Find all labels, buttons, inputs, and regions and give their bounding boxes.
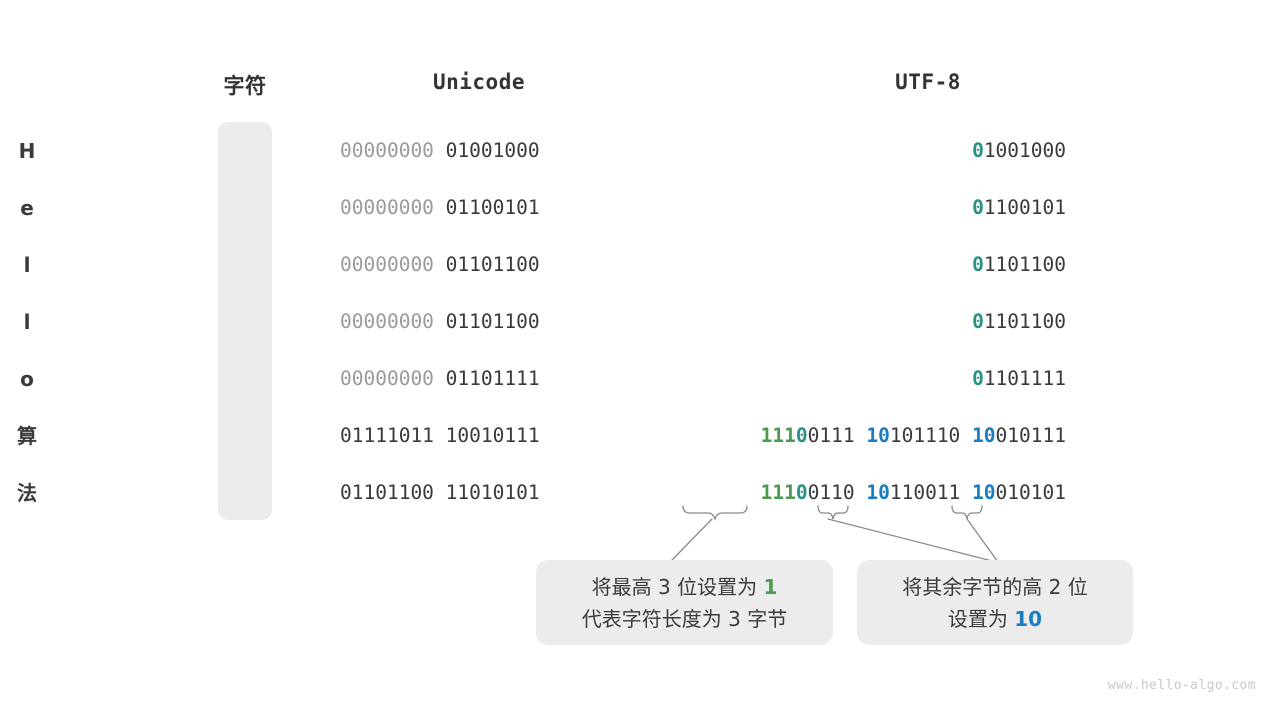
utf8-payload-bits: 110011 (889, 481, 961, 504)
unicode-low-byte: 01100101 (445, 196, 540, 219)
callout-1-line-1-text: 将最高 3 位设置为 (591, 574, 764, 599)
character-cell: l (23, 310, 31, 334)
utf8-bits: 01101100 (606, 309, 1066, 335)
character-cell: H (18, 139, 36, 163)
utf8-marker-bits: 10 (866, 481, 890, 504)
utf8-payload-bits: 1101100 (983, 310, 1066, 333)
column-header-character: 字符 (223, 74, 267, 98)
character-cell: 法 (17, 481, 37, 505)
utf8-bits: 01101111 (606, 366, 1066, 392)
unicode-high-byte: 00000000 (340, 310, 434, 333)
character-cell: 算 (17, 424, 37, 448)
unicode-low-byte: 01001000 (445, 139, 540, 162)
utf8-marker-bits: 111 (760, 481, 796, 504)
utf8-payload-bits: 101110 (889, 424, 961, 447)
callout-leading-bits: 将最高 3 位设置为 1 代表字符长度为 3 字节 (536, 560, 833, 645)
byte-separator (960, 481, 972, 504)
utf8-payload-bits: 0111 (807, 424, 855, 447)
callout-continuation-bits: 将其余字节的高 2 位 设置为 10 (857, 560, 1133, 645)
utf8-marker-zero-bit: 0 (795, 481, 808, 504)
utf8-marker-bits: 0 (972, 139, 984, 162)
unicode-high-byte: 00000000 (340, 253, 434, 276)
unicode-high-byte: 01101100 (340, 481, 434, 504)
utf8-marker-bits: 0 (972, 367, 984, 390)
unicode-high-byte: 00000000 (340, 367, 434, 390)
unicode-high-byte: 00000000 (340, 139, 434, 162)
unicode-low-byte: 01101100 (445, 253, 540, 276)
unicode-low-byte: 11010101 (445, 481, 540, 504)
unicode-bits: 00000000 01101100 (340, 309, 620, 335)
byte-separator (434, 481, 446, 504)
utf8-bits: 11100110 10110011 10010101 (606, 480, 1066, 506)
byte-separator (434, 253, 446, 276)
character-cell: e (20, 196, 34, 220)
column-header-utf8: UTF-8 (895, 70, 961, 94)
utf8-payload-bits: 0110 (807, 481, 855, 504)
unicode-bits: 00000000 01101111 (340, 366, 620, 392)
utf8-payload-bits: 010101 (995, 481, 1066, 504)
unicode-bits: 01111011 10010111 (340, 423, 620, 449)
utf8-bits: 01101100 (606, 252, 1066, 278)
watermark: www.hello-algo.com (1107, 678, 1256, 693)
unicode-bits: 01101100 11010101 (340, 480, 620, 506)
utf8-marker-bits: 0 (972, 253, 984, 276)
column-header-unicode: Unicode (432, 70, 525, 94)
unicode-low-byte: 01101100 (445, 310, 540, 333)
callout-2-highlight: 10 (1014, 606, 1043, 631)
utf8-marker-bits: 0 (972, 310, 984, 333)
utf8-marker-bits: 10 (972, 424, 996, 447)
utf8-bits: 01100101 (606, 195, 1066, 221)
unicode-bits: 00000000 01001000 (340, 138, 620, 164)
utf8-payload-bits: 1101111 (983, 367, 1066, 390)
byte-separator (434, 424, 446, 447)
utf8-bits: 01001000 (606, 138, 1066, 164)
byte-separator (960, 424, 972, 447)
unicode-low-byte: 10010111 (445, 424, 540, 447)
callout-2-line-1: 将其余字节的高 2 位 (902, 574, 1088, 599)
byte-separator (434, 310, 446, 333)
utf8-payload-bits: 1001000 (983, 139, 1066, 162)
callout-2-line-2-text: 设置为 (947, 606, 1015, 631)
character-cell: o (20, 367, 34, 391)
utf8-marker-bits: 0 (972, 196, 984, 219)
character-column-panel (218, 122, 272, 520)
utf8-marker-bits: 111 (760, 424, 796, 447)
callout-2-line-2: 设置为 10 (948, 603, 1042, 635)
byte-separator (855, 424, 867, 447)
utf8-bits: 11100111 10101110 10010111 (606, 423, 1066, 449)
unicode-high-byte: 01111011 (340, 424, 434, 447)
utf8-payload-bits: 010111 (995, 424, 1066, 447)
utf8-payload-bits: 1101100 (983, 253, 1066, 276)
character-cell: l (23, 253, 31, 277)
utf8-marker-bits: 10 (866, 424, 890, 447)
callout-1-line-2: 代表字符长度为 3 字节 (581, 606, 788, 631)
unicode-high-byte: 00000000 (340, 196, 434, 219)
unicode-low-byte: 01101111 (445, 367, 540, 390)
callout-1-highlight: 1 (763, 574, 778, 599)
utf8-payload-bits: 1100101 (983, 196, 1066, 219)
byte-separator (855, 481, 867, 504)
unicode-bits: 00000000 01100101 (340, 195, 620, 221)
callout-1-line-1: 将最高 3 位设置为 1 (592, 571, 778, 603)
byte-separator (434, 139, 446, 162)
byte-separator (434, 196, 446, 219)
unicode-bits: 00000000 01101100 (340, 252, 620, 278)
utf8-marker-bits: 10 (972, 481, 996, 504)
utf8-marker-zero-bit: 0 (795, 424, 808, 447)
byte-separator (434, 367, 446, 390)
